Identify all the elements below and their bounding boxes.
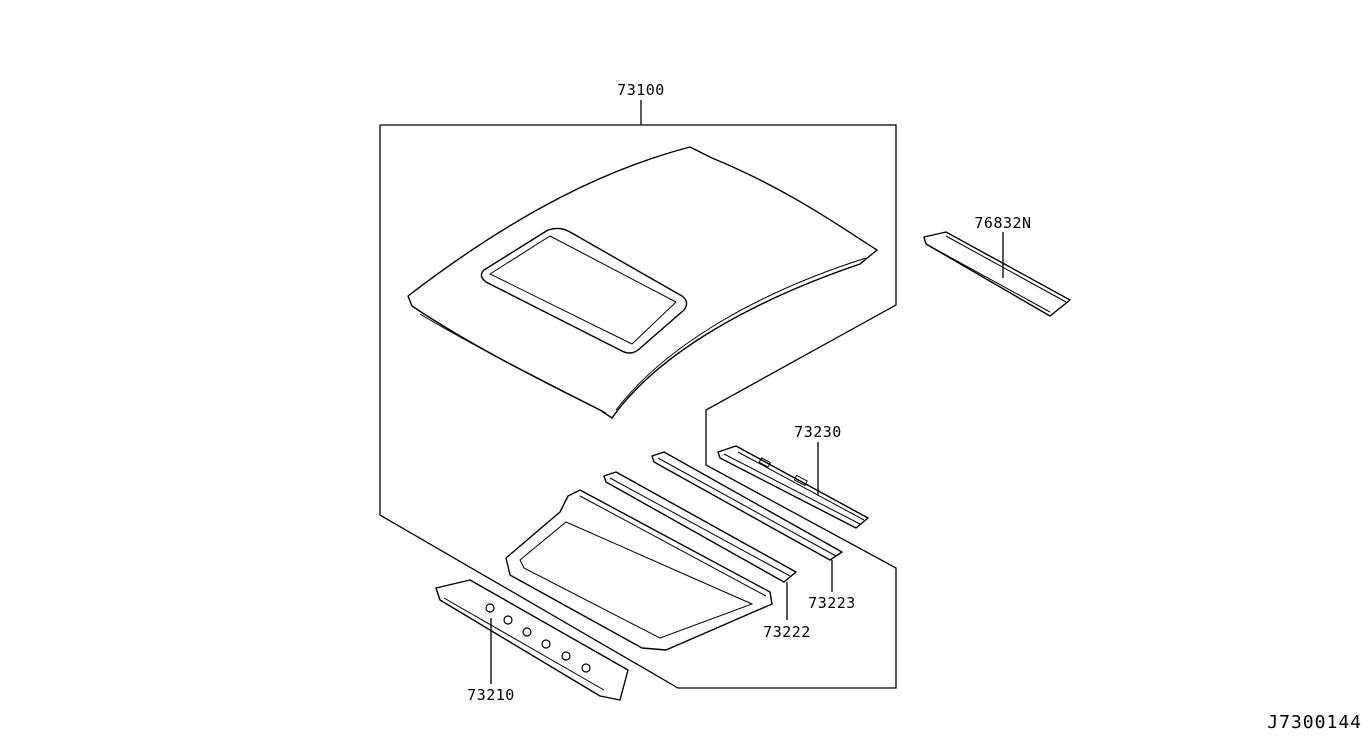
roof-bow-rear-part	[651, 451, 843, 561]
label-73100: 73100	[617, 81, 665, 99]
label-76832N: 76832N	[974, 214, 1031, 232]
roof-bow-mid-part	[603, 471, 797, 583]
label-73210: 73210	[467, 686, 515, 704]
rear-rail-part	[717, 445, 869, 529]
weatherstrip-part	[923, 231, 1071, 317]
label-73223: 73223	[808, 594, 856, 612]
front-rail-part	[435, 579, 629, 701]
label-73222: 73222	[763, 623, 811, 641]
label-73230: 73230	[794, 423, 842, 441]
diagram-id: J7300144	[1267, 712, 1362, 733]
sunroof-frame-part	[505, 489, 773, 651]
roof-panel	[407, 146, 878, 419]
group-bracket	[379, 124, 897, 689]
